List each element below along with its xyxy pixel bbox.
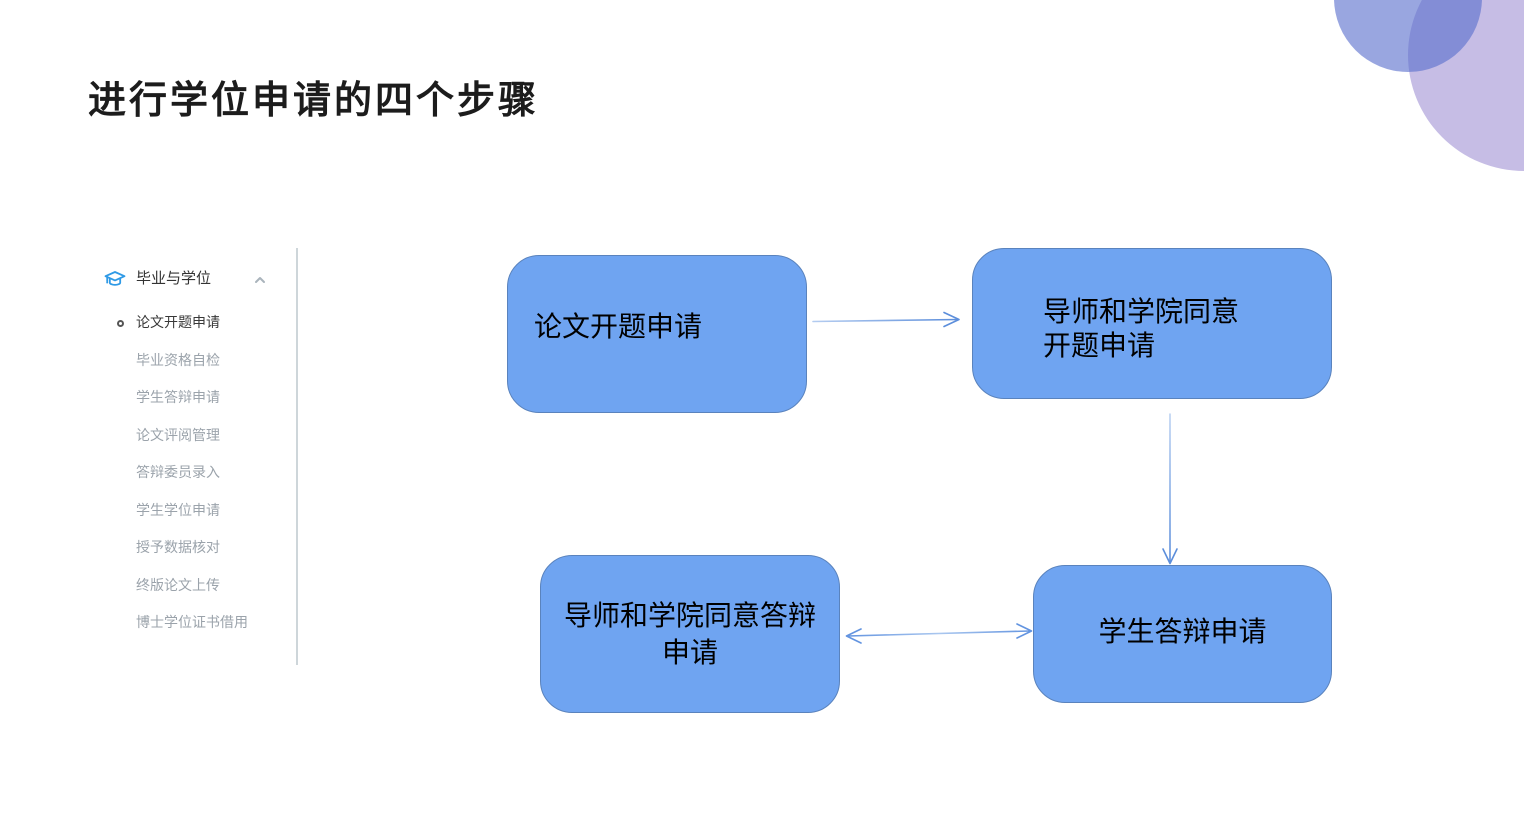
flow-node-thesis-proposal-application: 论文开题申请	[507, 255, 807, 413]
flow-node-student-defense-application: 学生答辩申请	[1033, 565, 1332, 703]
sidebar-item-graduation-qualification-selfcheck[interactable]: 毕业资格自检	[136, 351, 220, 368]
sidebar-item-student-defense-application[interactable]: 学生答辩申请	[136, 389, 220, 405]
sidebar-item-student-degree-application[interactable]: 学生学位申请	[136, 501, 220, 518]
sidebar-item-final-thesis-upload[interactable]: 终版论文上传	[136, 576, 220, 593]
arrow-step2-to-step3	[1162, 413, 1178, 565]
chevron-up-icon[interactable]	[252, 272, 268, 288]
flow-node-label: 导师和学院同意 开题申请	[1043, 295, 1240, 361]
graduation-cap-icon	[103, 267, 127, 291]
arrow-step1-to-step2	[812, 311, 960, 328]
active-item-bullet-icon	[117, 320, 124, 327]
flow-node-supervisor-college-approve-proposal: 导师和学院同意 开题申请	[972, 248, 1332, 399]
flow-node-label: 论文开题申请	[534, 311, 703, 342]
page-title: 进行学位申请的四个步骤	[88, 80, 540, 123]
sidebar-item-thesis-review-management[interactable]: 论文评阅管理	[136, 426, 220, 443]
sidebar-item-award-data-verification[interactable]: 授予数据核对	[136, 539, 220, 555]
sidebar-group-label: 毕业与学位	[136, 270, 212, 287]
flow-node-label: 学生答辩申请	[1098, 616, 1267, 647]
arrow-step3-step4-double	[845, 623, 1033, 644]
sidebar-group-graduation-degree[interactable]: 毕业与学位	[103, 266, 283, 292]
sidebar-item-doctoral-certificate-borrow[interactable]: 博士学位证书借用	[136, 614, 248, 630]
sidebar-divider	[296, 248, 298, 665]
sidebar-item-thesis-proposal-application[interactable]: 论文开题申请	[136, 314, 220, 330]
flow-node-supervisor-college-approve-defense: 导师和学院同意答辩 申请	[540, 555, 840, 713]
sidebar-item-defense-committee-entry[interactable]: 答辩委员录入	[136, 464, 220, 480]
flow-node-label: 导师和学院同意答辩 申请	[563, 600, 816, 668]
